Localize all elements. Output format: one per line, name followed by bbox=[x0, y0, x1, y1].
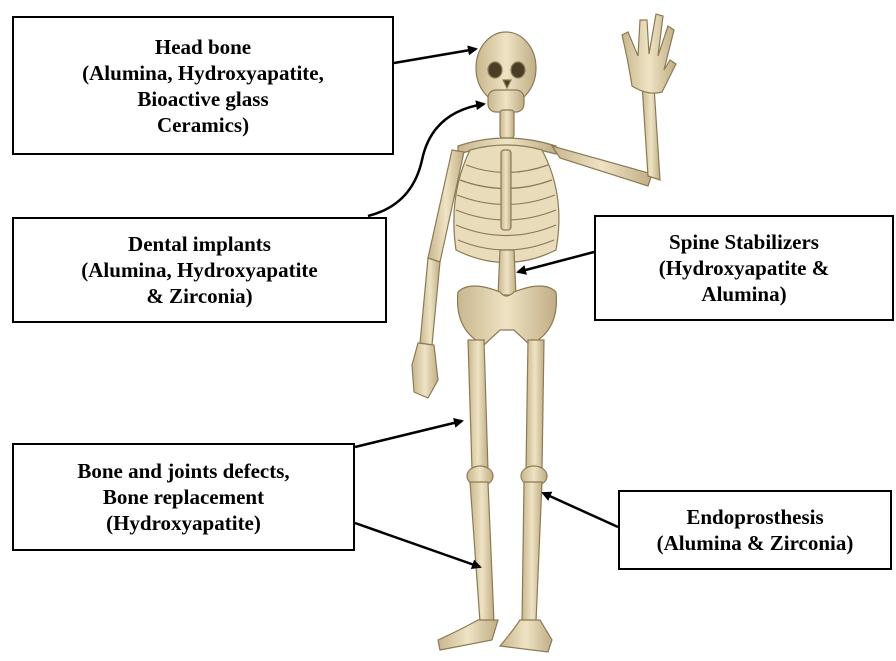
head-bone-materials-line1: (Alumina, Hydroxyapatite, bbox=[82, 60, 324, 86]
bone-joints-label-box: Bone and joints defects, Bone replacemen… bbox=[12, 443, 355, 551]
head-bone-materials-line2: Bioactive glass bbox=[137, 86, 268, 112]
left-femur bbox=[468, 340, 488, 470]
left-tibia bbox=[470, 482, 494, 622]
head-bone-title: Head bone bbox=[155, 34, 251, 60]
endoprosthesis-label-box: Endoprosthesis (Alumina & Zirconia) bbox=[618, 490, 892, 570]
endoprosthesis-materials: (Alumina & Zirconia) bbox=[657, 530, 854, 556]
right-tibia bbox=[522, 482, 542, 622]
dental-implants-materials-line2: & Zirconia) bbox=[146, 283, 252, 309]
spine-stabilizers-label-box: Spine Stabilizers (Hydroxyapatite & Alum… bbox=[594, 215, 894, 321]
arrow-head-bone bbox=[394, 49, 476, 63]
bone-joints-title-line1: Bone and joints defects, bbox=[77, 458, 289, 484]
neck-vertebrae bbox=[500, 110, 514, 138]
head-bone-materials-line3: Ceramics) bbox=[157, 112, 249, 138]
right-hand bbox=[622, 14, 676, 93]
spine-stabilizers-title: Spine Stabilizers bbox=[669, 229, 819, 255]
right-upper-arm bbox=[552, 146, 652, 186]
head-bone-label-box: Head bone (Alumina, Hydroxyapatite, Bioa… bbox=[12, 16, 394, 155]
arrow-bone-joints-lower bbox=[355, 523, 480, 567]
dental-implants-title: Dental implants bbox=[128, 231, 271, 257]
arrow-bone-joints-upper bbox=[355, 421, 462, 447]
jaw-shape bbox=[488, 90, 524, 112]
dental-implants-label-box: Dental implants (Alumina, Hydroxyapatite… bbox=[12, 217, 387, 323]
arrow-endoprosthesis bbox=[543, 493, 618, 527]
rib-cage bbox=[454, 145, 559, 263]
right-foot bbox=[500, 620, 552, 652]
left-hand bbox=[412, 343, 438, 398]
bone-joints-materials: (Hydroxyapatite) bbox=[106, 510, 261, 536]
dental-implants-materials-line1: (Alumina, Hydroxyapatite bbox=[81, 257, 317, 283]
endoprosthesis-title: Endoprosthesis bbox=[686, 504, 823, 530]
spine bbox=[498, 250, 516, 295]
left-foot bbox=[438, 620, 498, 650]
right-forearm bbox=[642, 84, 660, 180]
right-femur bbox=[526, 340, 544, 470]
bone-joints-title-line2: Bone replacement bbox=[103, 484, 264, 510]
spine-stabilizers-materials-line2: Alumina) bbox=[701, 281, 786, 307]
left-forearm bbox=[420, 258, 440, 345]
spine-stabilizers-materials-line1: (Hydroxyapatite & bbox=[659, 255, 830, 281]
